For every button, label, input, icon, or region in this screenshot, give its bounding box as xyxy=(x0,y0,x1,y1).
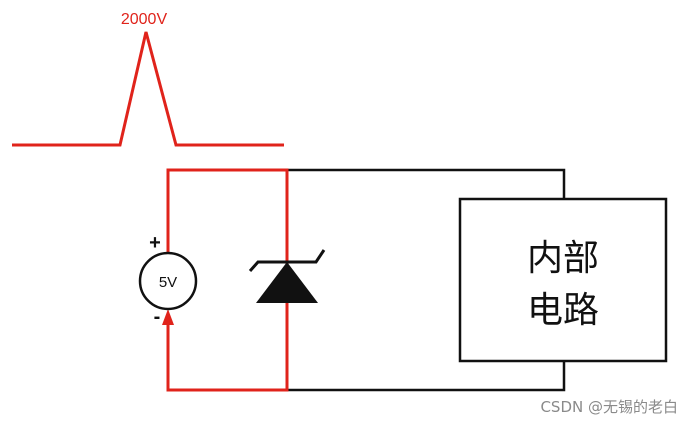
voltage-source-circle xyxy=(138,251,198,311)
black-wiring xyxy=(287,168,566,392)
internal-circuit-label-line2: 电路 xyxy=(527,290,599,331)
zener-diode xyxy=(248,249,326,303)
voltage-source-label: 5V xyxy=(159,274,177,291)
voltage-source: 5V + - xyxy=(138,232,198,328)
minus-sign: - xyxy=(154,306,161,328)
zener-cathode-bar xyxy=(248,249,326,272)
plus-sign: + xyxy=(149,232,161,254)
top-wire xyxy=(287,168,566,199)
bottom-wire xyxy=(287,361,566,392)
watermark: CSDN @无锡的老白 xyxy=(540,398,678,416)
pulse-peak-label: 2000V xyxy=(121,11,168,28)
internal-circuit-label-line1: 内部 xyxy=(527,238,599,279)
pulse-waveform xyxy=(12,31,284,147)
internal-circuit-block: 内部 电路 xyxy=(458,197,668,363)
internal-circuit-box xyxy=(458,197,668,363)
surge-pulse: 2000V xyxy=(12,11,284,147)
zener-diode-icon xyxy=(256,262,318,303)
current-arrow-icon xyxy=(162,309,174,325)
